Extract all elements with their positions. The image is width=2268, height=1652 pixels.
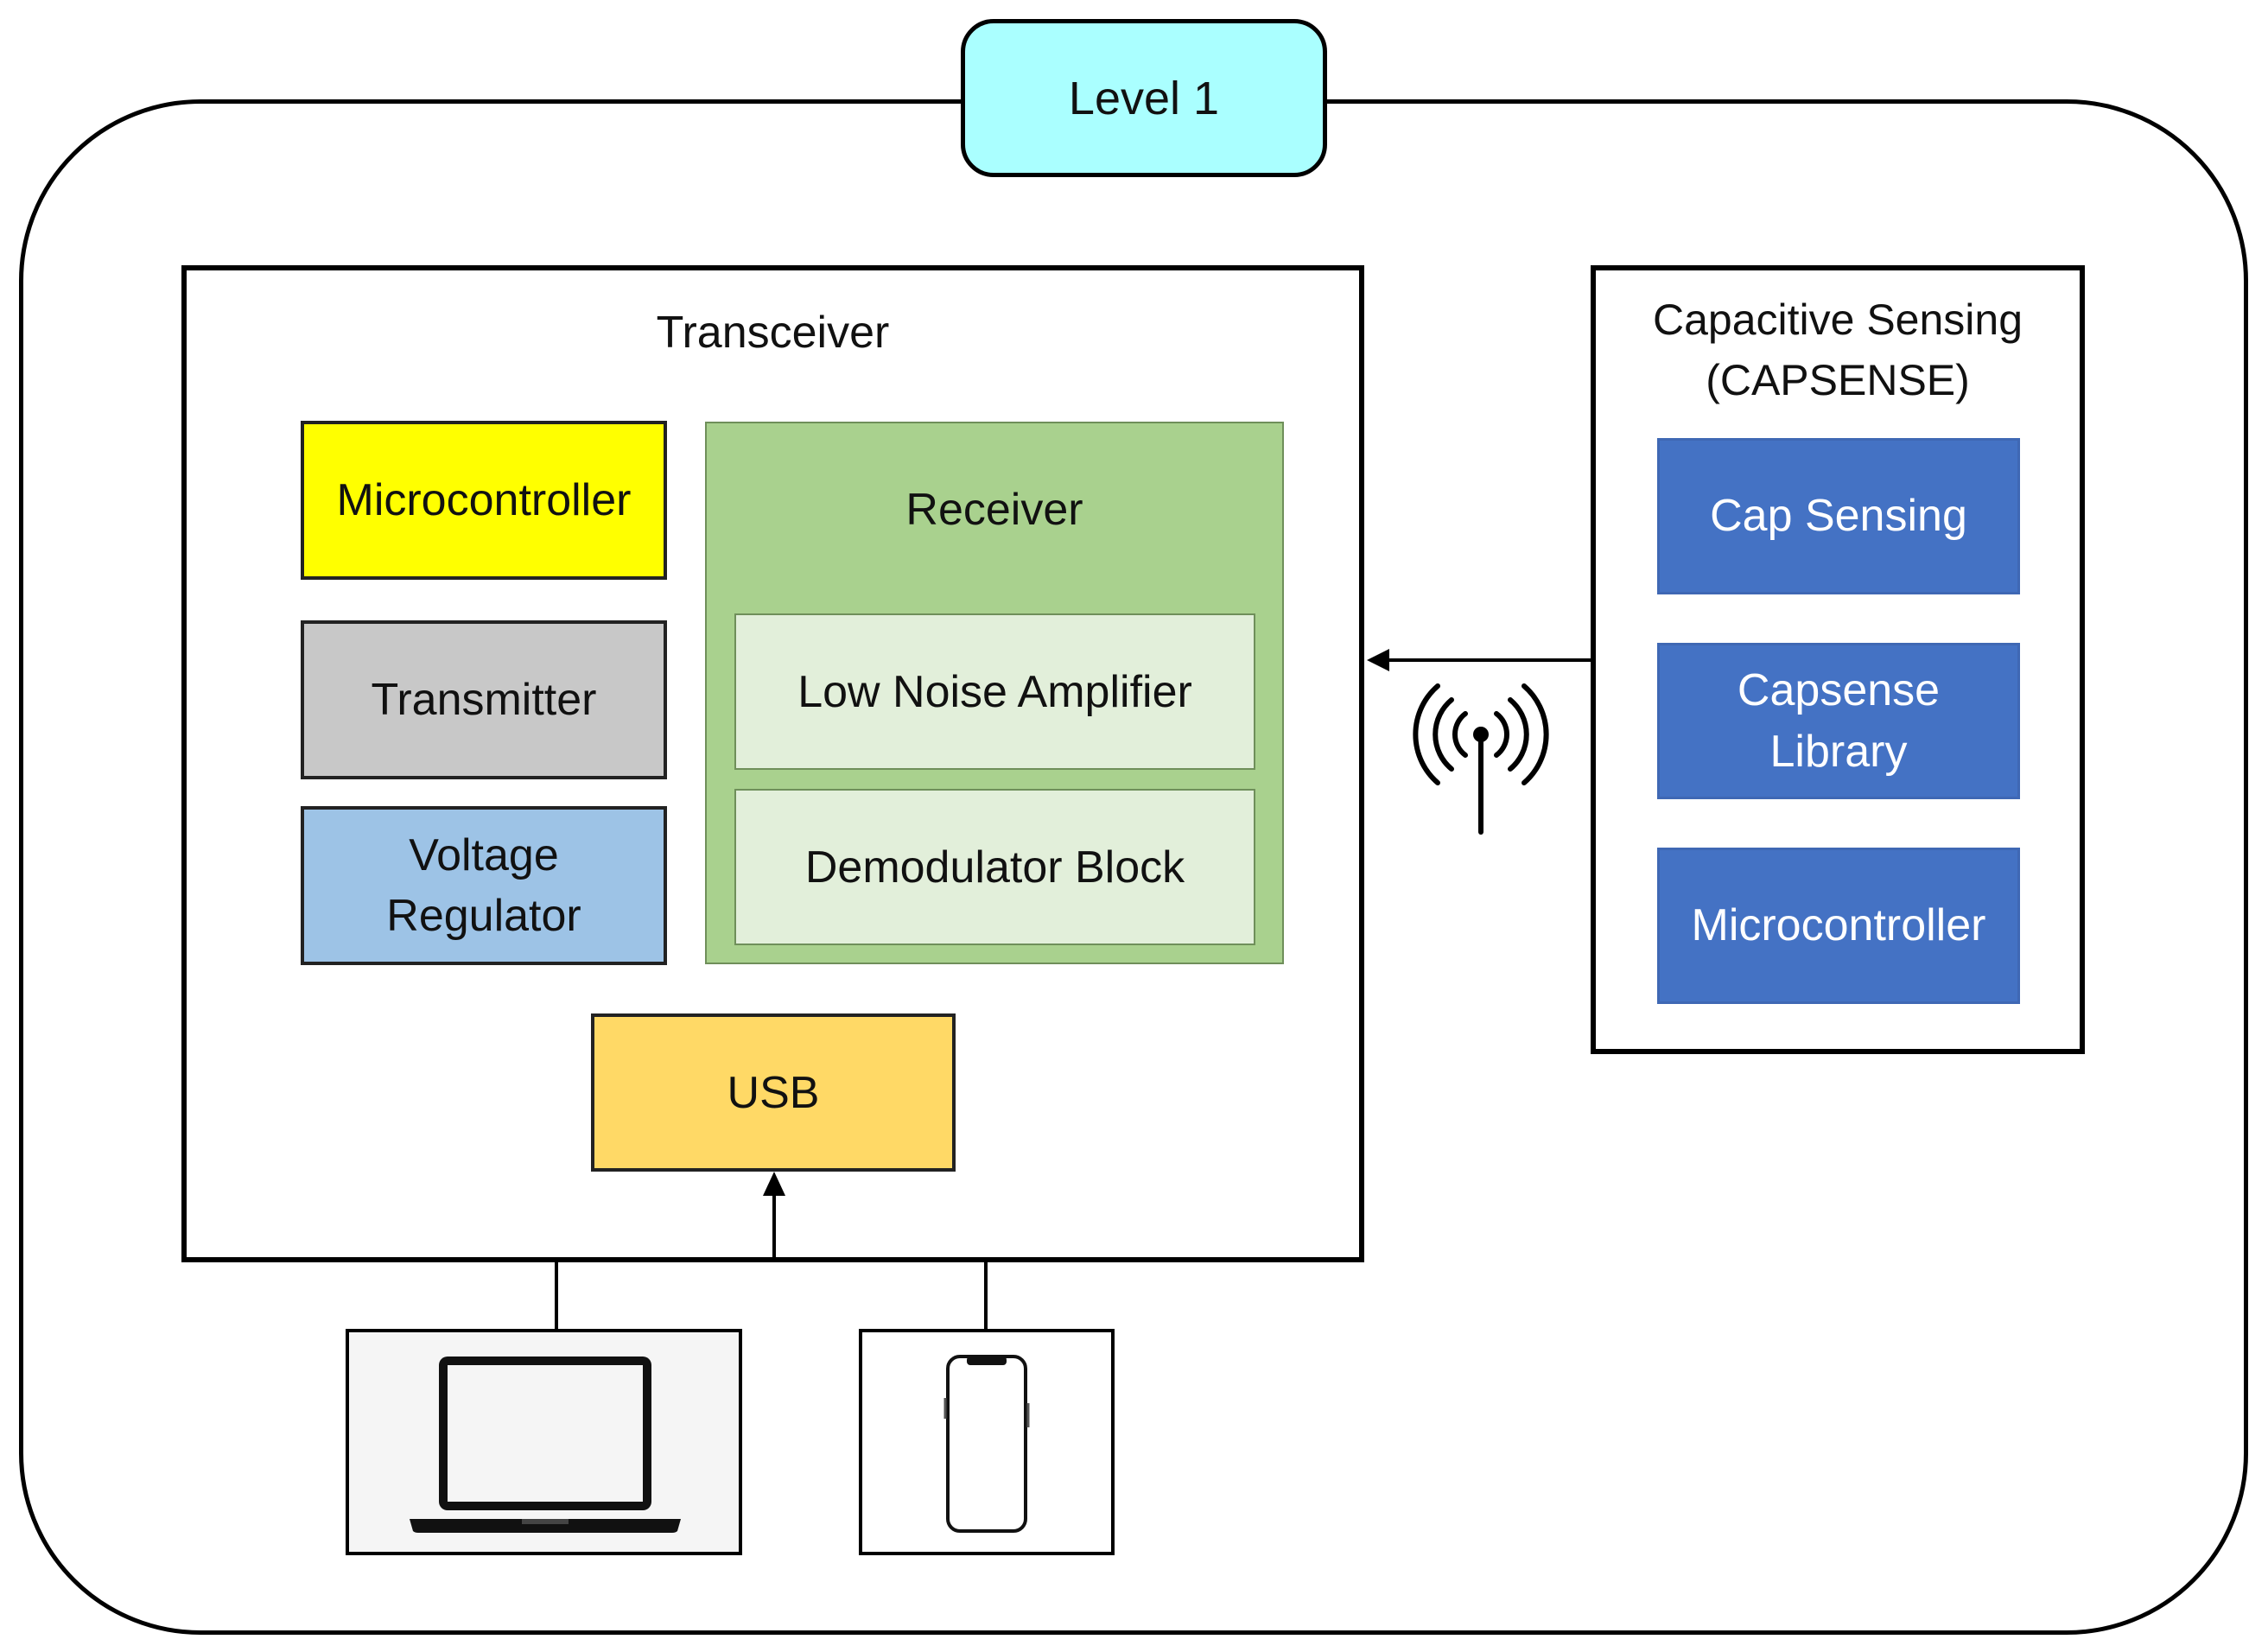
demodulator-label: Demodulator Block: [804, 842, 1185, 893]
voltage-regulator-label-line2: Regulator: [386, 891, 581, 941]
voltage-regulator-label-line1: Voltage: [409, 829, 559, 880]
wireless-antenna-icon: [1413, 683, 1549, 835]
transmitter-block: Transmitter: [301, 620, 667, 779]
usb-block: USB: [591, 1013, 956, 1172]
capsense-microcontroller-block: Microcontroller: [1657, 848, 2020, 1004]
capsense-library-block: Capsense Library: [1657, 643, 2020, 799]
demodulator-block: Demodulator Block: [734, 789, 1255, 945]
level-label: Level 1: [961, 19, 1327, 177]
smartphone-icon: [943, 1355, 1030, 1533]
capsense-to-transceiver-arrow: [1367, 649, 1591, 671]
low-noise-amplifier-block: Low Noise Amplifier: [734, 613, 1255, 770]
capsense-title: Capacitive Sensing (CAPSENSE): [1591, 289, 2085, 410]
cap-sensing-block: Cap Sensing: [1657, 438, 2020, 594]
level-label-text: Level 1: [1068, 72, 1220, 124]
voltage-regulator-block: Voltage Regulator: [301, 806, 667, 965]
capsense-title-line2: (CAPSENSE): [1706, 356, 1970, 404]
usb-label: USB: [727, 1067, 820, 1118]
cap-sensing-label: Cap Sensing: [1710, 491, 1967, 542]
capsense-library-label-line2: Library: [1769, 726, 1908, 777]
capsense-microcontroller-label: Microcontroller: [1691, 900, 1986, 951]
transceiver-title: Transceiver: [656, 308, 890, 358]
laptop-icon: [410, 1357, 681, 1533]
transceiver-microcontroller-label: Microcontroller: [336, 474, 632, 525]
capsense-title-line1: Capacitive Sensing: [1652, 295, 2023, 344]
devices-to-usb-connector: [555, 1172, 988, 1329]
transmitter-label: Transmitter: [371, 674, 597, 725]
capsense-library-label-line1: Capsense: [1737, 665, 1941, 716]
transceiver-microcontroller-block: Microcontroller: [301, 421, 667, 580]
receiver-title: Receiver: [905, 485, 1083, 535]
low-noise-amplifier-label: Low Noise Amplifier: [797, 666, 1192, 717]
